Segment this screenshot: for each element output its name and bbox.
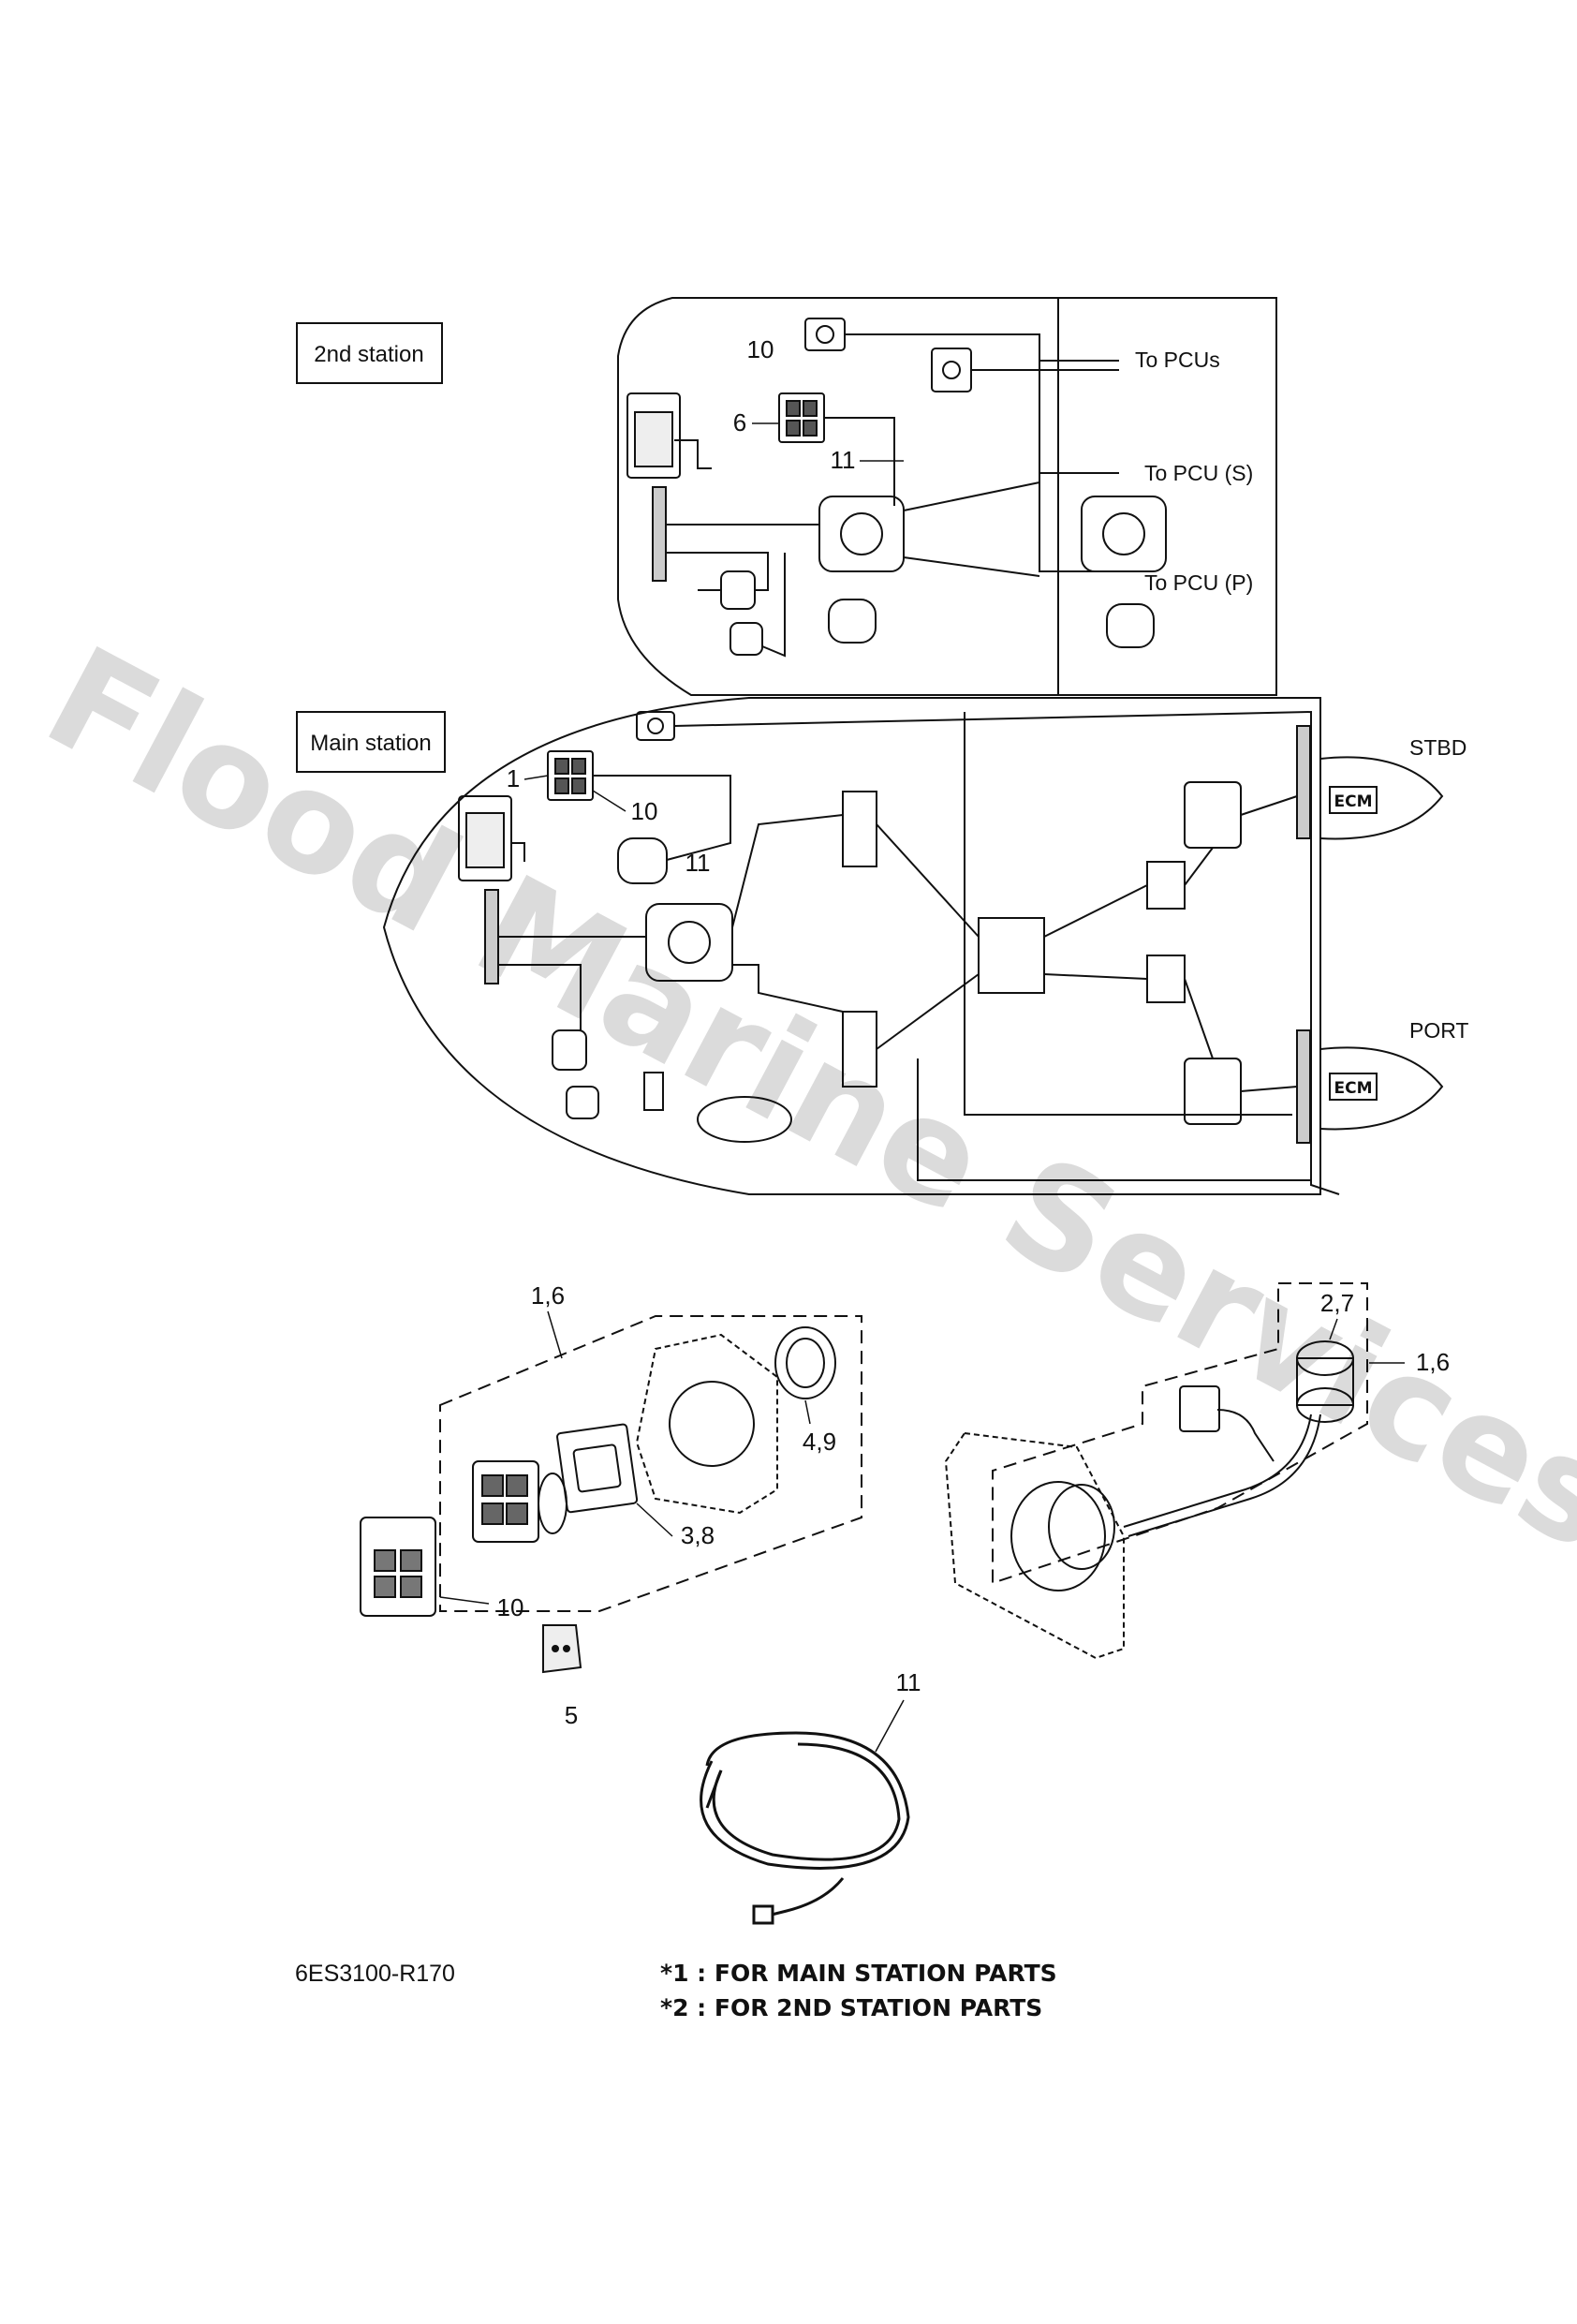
wire-harness	[700, 1731, 910, 1925]
callout-1-leader	[523, 775, 549, 780]
note-main-station: *1 : FOR MAIN STATION PARTS	[660, 1960, 1057, 1987]
stbd-label: STBD	[1409, 735, 1466, 760]
callout-1-6-left-leader	[547, 1310, 563, 1359]
main-station-label-box	[296, 711, 446, 773]
right-parts	[944, 1340, 1354, 1660]
callout-1-6-right: 1,6	[1416, 1348, 1450, 1376]
engine-port	[1319, 1046, 1444, 1131]
port-label: PORT	[1409, 1018, 1468, 1043]
right-parts-group	[992, 1282, 1368, 1585]
callout-5: 5	[565, 1701, 578, 1729]
callout-10-main: 10	[631, 797, 658, 825]
main-station-label: Main station	[310, 731, 431, 756]
callout-3-8-leader	[636, 1502, 673, 1537]
callout-10-bottom: 10	[497, 1593, 524, 1621]
callout-2-7-leader	[1329, 1318, 1338, 1340]
callout-11-top: 11	[831, 446, 856, 474]
ecm-stbd-label: ECM	[1334, 792, 1372, 811]
callout-2-7: 2,7	[1320, 1289, 1354, 1317]
second-station-components	[626, 318, 1167, 658]
to-pcu-s-label: To PCU (S)	[1144, 461, 1253, 485]
callout-4-9-leader	[804, 1399, 811, 1425]
note-second-station: *2 : FOR 2ND STATION PARTS	[660, 1994, 1042, 2021]
callout-1-6-left: 1,6	[531, 1281, 565, 1310]
callout-11-harness-leader	[875, 1699, 905, 1753]
left-parts-group	[439, 1315, 862, 1612]
callout-1-main: 1	[507, 764, 520, 792]
main-station-hull	[382, 697, 1321, 1195]
callout-11-harness: 11	[896, 1668, 921, 1696]
callout-3-8: 3,8	[681, 1521, 715, 1549]
callout-10-bottom-leader	[439, 1596, 490, 1605]
to-pcus-label: To PCUs	[1135, 348, 1220, 372]
second-station-panel	[617, 297, 1277, 696]
ecm-port-label: ECM	[1334, 1079, 1372, 1098]
callout-10-main-leader	[592, 790, 626, 812]
callout-4-9: 4,9	[803, 1428, 836, 1456]
engine-stbd	[1319, 756, 1444, 840]
second-station-label: 2nd station	[314, 342, 423, 367]
left-parts	[360, 1326, 836, 1674]
part-code: 6ES3100-R170	[295, 1961, 455, 1987]
main-station-components	[458, 710, 1340, 1195]
callout-10-top: 10	[747, 335, 774, 363]
callout-11-main: 11	[685, 849, 711, 877]
second-station-label-box	[296, 322, 443, 384]
callout-6-top: 6	[733, 408, 746, 437]
to-pcu-p-label: To PCU (P)	[1144, 570, 1253, 595]
